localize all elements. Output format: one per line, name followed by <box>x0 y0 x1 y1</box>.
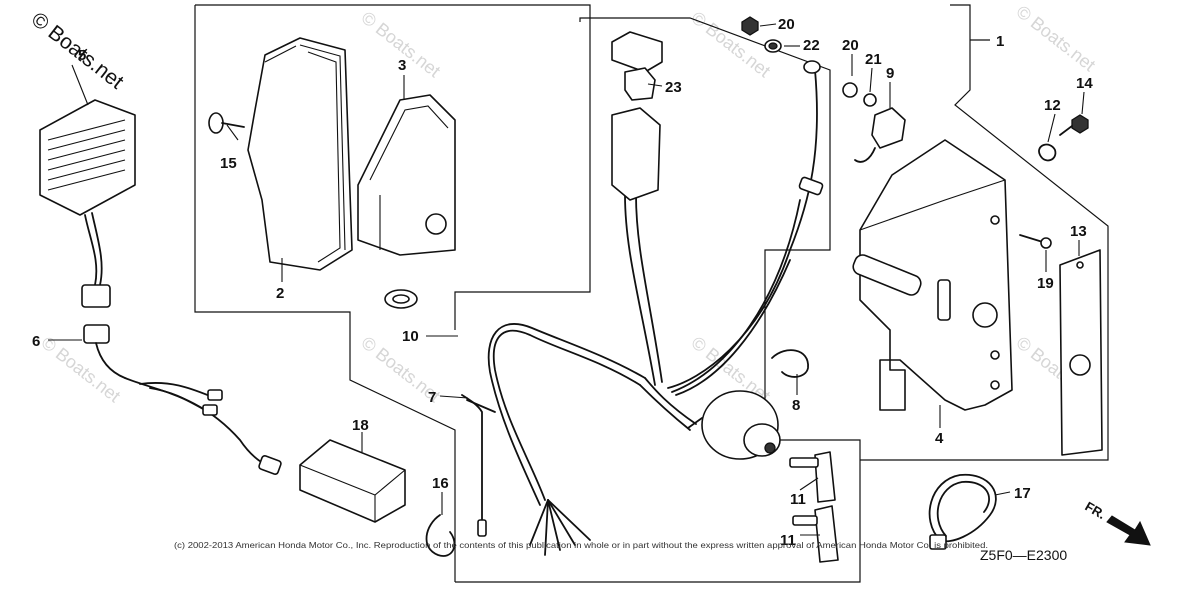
callout-15: 15 <box>220 155 237 172</box>
callout-20b: 20 <box>842 37 859 54</box>
callout-16: 16 <box>432 475 449 492</box>
callout-17: 17 <box>1014 485 1031 502</box>
callout-12: 12 <box>1044 97 1061 114</box>
callout-9: 9 <box>886 65 894 82</box>
diagram-code: Z5F0—E2300 <box>980 547 1067 563</box>
front-arrow-icon <box>1106 515 1151 546</box>
screw-19 <box>1019 234 1052 249</box>
regulator-rectifier <box>39 99 282 475</box>
leader-lines <box>48 23 1085 536</box>
holder-bracket <box>357 94 456 256</box>
screw-15 <box>208 112 245 134</box>
callout-23: 23 <box>665 79 682 96</box>
terminal-nuts <box>741 16 824 196</box>
starter-switch <box>687 390 781 460</box>
callout-4: 4 <box>935 430 944 447</box>
bolt-and-clip <box>1038 114 1089 162</box>
control-panel <box>852 139 1013 411</box>
front-label: FR. <box>1083 499 1109 522</box>
callout-1: 1 <box>996 33 1004 50</box>
callout-21: 21 <box>865 51 882 68</box>
callout-18: 18 <box>352 417 369 434</box>
callout-20a: 20 <box>778 16 795 33</box>
pad-18 <box>299 439 406 523</box>
watermark-text: © Boats.net <box>1013 1 1100 75</box>
cable-tie-17 <box>928 473 997 550</box>
callout-11a: 11 <box>790 491 806 508</box>
grommet <box>384 289 418 309</box>
callout-7: 7 <box>428 389 436 406</box>
control-box-cover <box>247 37 353 271</box>
copyright-notice: (c) 2002-2013 American Honda Motor Co., … <box>174 540 988 550</box>
rod-7 <box>461 394 496 537</box>
callout-10: 10 <box>402 328 419 345</box>
callout-14: 14 <box>1076 75 1093 92</box>
callout-19: 19 <box>1037 275 1054 292</box>
assembly-frame <box>194 4 1109 583</box>
callout-13: 13 <box>1070 223 1087 240</box>
clip-16 <box>425 514 456 557</box>
clamp-8 <box>771 349 809 378</box>
callout-6: 6 <box>32 333 40 350</box>
bracket-9 <box>842 82 906 163</box>
callout-3: 3 <box>398 57 406 74</box>
callout-11b: 11 <box>780 532 796 549</box>
callout-22: 22 <box>803 37 820 54</box>
gasket-13 <box>1059 249 1103 456</box>
keys-11 <box>789 451 839 563</box>
callout-8: 8 <box>792 397 800 414</box>
front-direction-indicator: FR. <box>1083 499 1151 546</box>
callout-2: 2 <box>276 285 284 302</box>
callouts: 1 5 3 15 2 6 10 7 18 16 23 20 22 20 21 9… <box>32 16 1093 549</box>
fuse-holder <box>611 31 663 201</box>
callout-5: 5 <box>78 47 86 64</box>
wire-harness <box>487 69 818 556</box>
